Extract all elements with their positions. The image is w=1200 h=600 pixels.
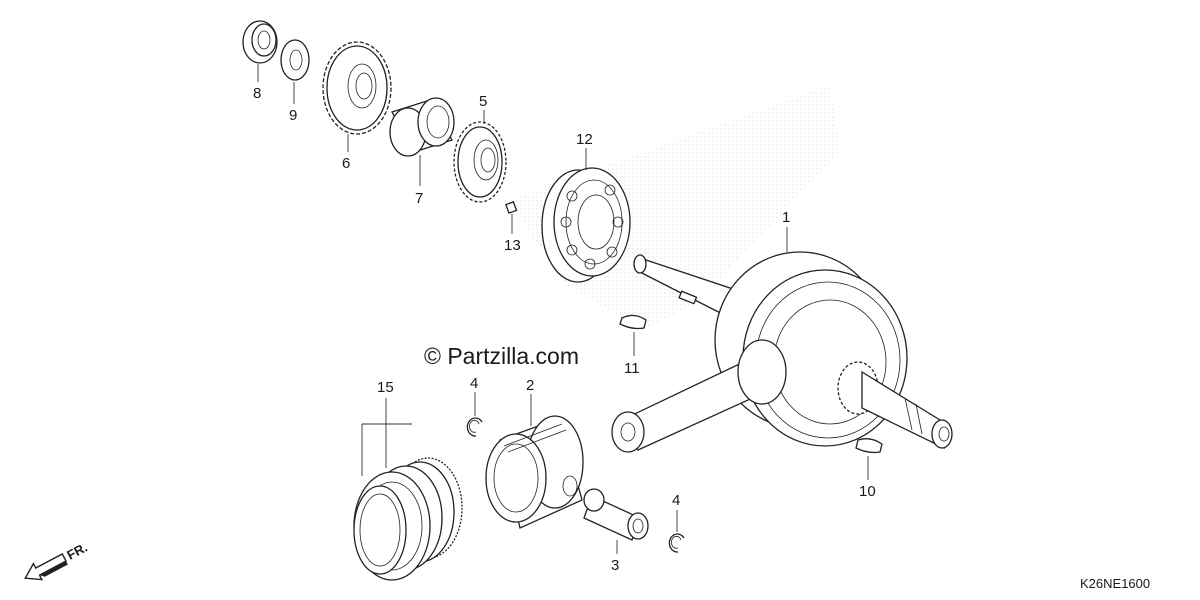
watermark-text: © Partzilla.com — [424, 343, 579, 369]
part-15-piston-ring-set[interactable] — [353, 457, 463, 581]
part-7-collar[interactable] — [389, 97, 455, 157]
callout-3: 3 — [611, 557, 619, 574]
callout-2: 2 — [526, 377, 534, 394]
callout-12: 12 — [576, 131, 593, 148]
callout-7: 7 — [415, 190, 423, 207]
callout-9: 9 — [289, 107, 297, 124]
callout-8: 8 — [253, 85, 261, 102]
part-9-washer[interactable] — [280, 39, 310, 81]
callout-10: 10 — [859, 483, 876, 500]
arrow-left-icon — [24, 553, 67, 581]
part-2-piston[interactable] — [485, 415, 584, 529]
callout-11: 11 — [624, 360, 640, 377]
front-direction-arrow: FR. — [24, 540, 90, 581]
part-10-key[interactable] — [855, 438, 883, 454]
part-1-crankshaft[interactable] — [611, 251, 953, 453]
part-4-clip-lower[interactable] — [668, 533, 685, 553]
part-12-bearing[interactable] — [541, 167, 631, 283]
callout-4-lower: 4 — [672, 492, 680, 509]
part-4-clip-upper[interactable] — [466, 417, 483, 437]
part-6-gear[interactable] — [322, 41, 392, 135]
diagram-code: K26NE1600 — [1080, 576, 1150, 591]
callout-5: 5 — [479, 93, 487, 110]
part-13-key[interactable] — [505, 201, 518, 214]
part-11-key[interactable] — [619, 314, 647, 330]
part-3-piston-pin[interactable] — [583, 488, 649, 541]
callout-15: 15 — [377, 379, 394, 396]
front-label: FR. — [64, 540, 90, 563]
callout-6: 6 — [342, 155, 350, 172]
callout-4-upper: 4 — [470, 375, 478, 392]
part-8-nut[interactable] — [242, 20, 278, 64]
callout-1: 1 — [782, 209, 790, 226]
part-5-sprocket[interactable] — [453, 121, 507, 203]
callout-13: 13 — [504, 237, 521, 254]
